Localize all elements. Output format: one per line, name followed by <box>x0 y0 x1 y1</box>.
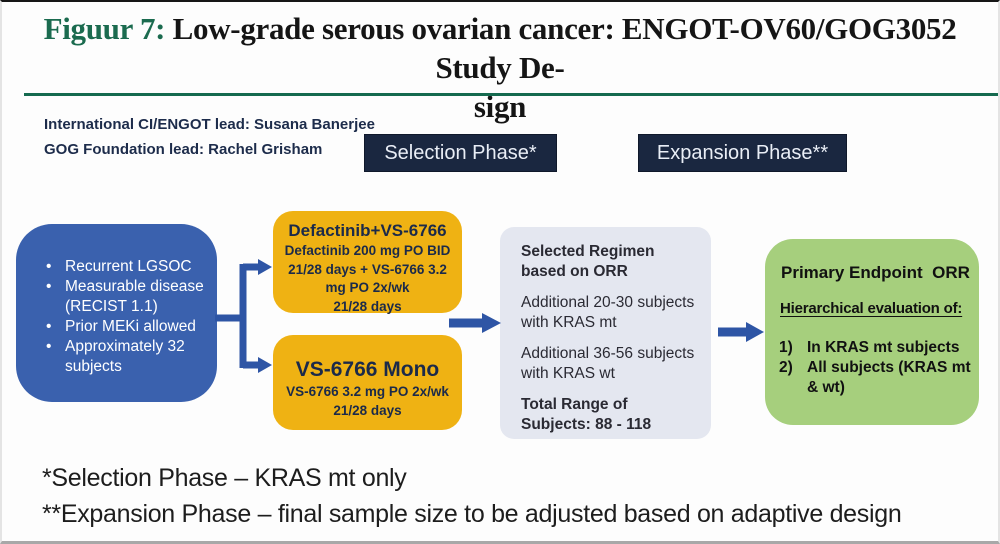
evaluation-item: In KRAS mt subjects <box>807 339 960 356</box>
list-item: • Recurrent LGSOC <box>46 257 207 277</box>
combo-arm-cycle: 21/28 days <box>333 298 402 314</box>
eligibility-box: • Recurrent LGSOC • Measurable disease (… <box>16 224 217 402</box>
selected-regimen-box: Selected Regimen based on ORR Additional… <box>500 227 711 439</box>
bullet-icon: • <box>46 258 52 275</box>
combo-arm-dose: Defactinib 200 mg PO BID <box>284 243 451 258</box>
arms-to-selected-arrow <box>449 313 501 333</box>
combo-arm-schedule: 21/28 days + VS-6766 3.2 mg PO 2x/wk <box>288 261 447 296</box>
item-number: 2) <box>779 359 793 376</box>
additional-kras-wt: Additional 36-56 subjects with KRAS wt <box>521 345 695 382</box>
list-item: 2) All subjects (KRAS mt & wt) <box>779 358 979 398</box>
list-item: • Measurable disease (RECIST 1.1) <box>46 277 207 317</box>
selected-to-endpoint-arrow <box>718 322 764 342</box>
selection-phase-label: Selection Phase* <box>384 141 537 164</box>
total-subjects-range: Total Range of Subjects: 88 - 118 <box>521 396 652 433</box>
selection-phase-header: Selection Phase* <box>365 135 556 171</box>
selection-phase-footnote: *Selection Phase – KRAS mt only <box>42 464 407 492</box>
figure-title: Figuur 7: Low-grade serous ovarian cance… <box>2 9 998 126</box>
mono-arm-dose: VS-6766 3.2 mg PO 2x/wk <box>286 384 449 399</box>
primary-endpoint-box: Primary Endpoint ORR Hierarchical evalua… <box>765 239 979 425</box>
additional-kras-mt: Additional 20-30 subjects with KRAS mt <box>521 294 695 331</box>
eligibility-criterion: Measurable disease (RECIST 1.1) <box>65 278 204 315</box>
mono-arm-title: VS-6766 Mono <box>295 358 440 381</box>
combo-arm-title: Defactinib+VS-6766 <box>288 221 447 240</box>
eligibility-criterion: Recurrent LGSOC <box>65 258 192 275</box>
mono-arm-box: VS-6766 Mono VS-6766 3.2 mg PO 2x/wk 21/… <box>273 335 462 430</box>
list-item: • Approximately 32 subjects <box>46 337 207 377</box>
eligibility-list: • Recurrent LGSOC • Measurable disease (… <box>16 224 217 377</box>
branch-connector-arrows <box>215 259 272 373</box>
expansion-phase-label: Expansion Phase** <box>656 141 829 164</box>
selected-regimen-title: Selected Regimen based on ORR <box>521 243 655 280</box>
expansion-phase-footnote: **Expansion Phase – final sample size to… <box>42 500 902 528</box>
mono-arm-cycle: 21/28 days <box>333 402 402 418</box>
item-number: 1) <box>779 339 793 356</box>
figure-number: Figuur 7: <box>43 11 166 46</box>
eligibility-criterion: Prior MEKi allowed <box>65 318 196 335</box>
bullet-icon: • <box>46 318 52 335</box>
evaluation-list: 1) In KRAS mt subjects 2) All subjects (… <box>779 338 979 398</box>
engot-lead: International CI/ENGOT lead: Susana Bane… <box>44 116 375 133</box>
figure-title-text: Low-grade serous ovarian cancer: ENGOT-O… <box>165 11 957 85</box>
eligibility-criterion: Approximately 32 subjects <box>65 338 185 375</box>
evaluation-item: All subjects (KRAS mt & wt) <box>807 359 971 396</box>
combo-arm-box: Defactinib+VS-6766 Defactinib 200 mg PO … <box>273 211 462 314</box>
list-item: • Prior MEKi allowed <box>46 317 207 337</box>
expansion-phase-header: Expansion Phase** <box>639 135 846 171</box>
bullet-icon: • <box>46 338 52 355</box>
footnotes: *Selection Phase – KRAS mt only **Expans… <box>42 460 902 532</box>
title-divider <box>24 93 998 96</box>
bullet-icon: • <box>46 278 52 295</box>
gog-lead: GOG Foundation lead: Rachel Grisham <box>44 141 323 158</box>
primary-endpoint-title: Primary Endpoint ORR <box>781 263 970 282</box>
list-item: 1) In KRAS mt subjects <box>779 338 979 358</box>
hierarchical-evaluation-heading: Hierarchical evaluation of: <box>780 300 963 317</box>
lead-investigators: International CI/ENGOT lead: Susana Bane… <box>44 112 375 162</box>
